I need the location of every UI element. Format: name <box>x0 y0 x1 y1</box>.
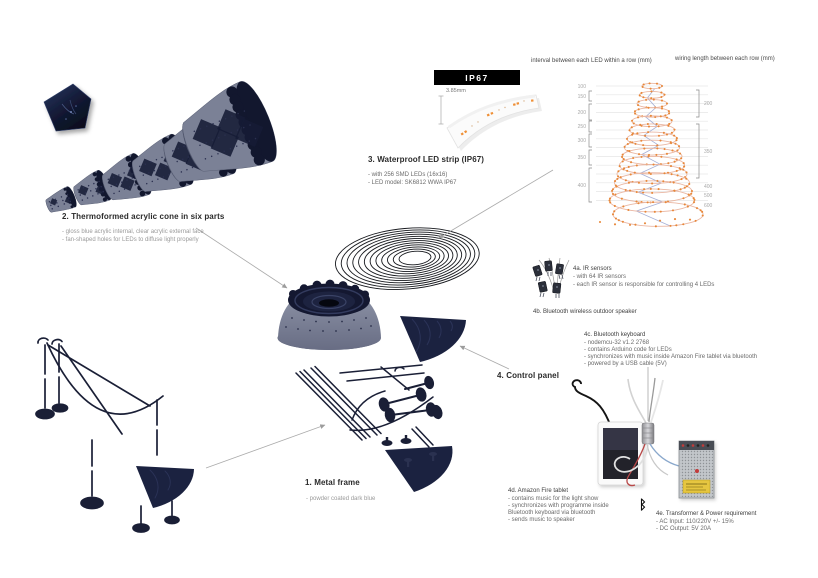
tablet-bullet: - contains music for the light show <box>508 496 599 502</box>
svg-text:350: 350 <box>578 155 587 161</box>
control-panel-title: 4. Control panel <box>497 371 560 380</box>
transformer-title: 4e. Transformer & Power requirement <box>656 511 757 517</box>
bluetooth-icon: ᛒ <box>639 497 647 512</box>
tablet-bullet: Bluetooth keyboard via bluetooth <box>508 510 596 516</box>
keyboard-bullet: - nodemcu-32 v1.2 2768 <box>584 340 650 346</box>
tablet-title: 4d. Amazon Fire tablet <box>508 488 569 494</box>
fan-segment-art <box>400 316 466 362</box>
ir-title: 4a. IR sensors <box>573 266 612 272</box>
ir-bullet: - with 64 IR sensors <box>573 274 627 280</box>
transformer-bullet: - DC Output: 5V 20A <box>656 526 712 532</box>
svg-text:400: 400 <box>578 183 587 189</box>
keyboard-bullet: - synchronizes with music inside Amazon … <box>584 354 758 360</box>
chart-title-right: wiring length between each row (mm) <box>675 56 775 62</box>
pointer-arrows <box>195 169 649 469</box>
ip67-badge: IP67 <box>434 70 520 85</box>
acrylic-pentagon-art <box>43 83 92 132</box>
transformer-bullet: - AC Input: 110/220V +/- 15% <box>656 519 734 525</box>
keyboard-bullet: - powered by a USB cable (5V) <box>584 361 667 367</box>
svg-text:500: 500 <box>704 193 713 199</box>
control-panel-photo <box>571 377 715 499</box>
led-strip-bullet: - LED model: SK6812 WWA IP67 <box>368 180 457 186</box>
svg-text:200: 200 <box>578 110 587 116</box>
svg-text:300: 300 <box>578 138 587 144</box>
frame-parts-art <box>295 364 453 492</box>
coiled-strip-art <box>335 227 480 290</box>
led-strip-section-title: 3. Waterproof LED strip (IP67) <box>368 155 485 164</box>
cone-bullet: - gloss blue acrylic internal, clear acr… <box>62 229 204 235</box>
keyboard-title: 4c. Bluetooth keyboard <box>584 332 646 338</box>
led-strip-bullet: - with 256 SMD LEDs (16x16) <box>368 172 448 178</box>
keyboard-bullet: - contains Arduino code for LEDs <box>584 347 672 353</box>
led-strip-art <box>438 94 542 151</box>
speaker-title: 4b. Bluetooth wireless outdoor speaker <box>533 309 637 315</box>
strip-width-measure: 3.85mm <box>446 88 466 94</box>
svg-text:600: 600 <box>704 203 713 209</box>
frame-section-title: 1. Metal frame <box>305 478 360 487</box>
cone-parts-art <box>45 81 277 213</box>
ir-sensors-art <box>532 257 570 298</box>
metal-frame-art <box>35 337 194 533</box>
arrow-frame-to-parts <box>205 424 326 469</box>
cone-section-title: 2. Thermoformed acrylic cone in six part… <box>62 212 225 221</box>
dome-art <box>277 279 381 350</box>
tablet-bullet: - synchronizes with programme inside <box>508 503 609 509</box>
svg-text:150: 150 <box>578 94 587 100</box>
svg-text:200: 200 <box>704 101 713 107</box>
frame-bullet: - powder coated dark blue <box>306 496 376 502</box>
svg-text:250: 250 <box>578 124 587 130</box>
chart-title-left: interval between each LED within a row (… <box>531 58 652 64</box>
led-layout-chart: 100 150 200 250 300 350 400 200 350 400 500 600 <box>578 82 713 228</box>
svg-text:350: 350 <box>704 149 713 155</box>
tablet-bullet: - sends music to speaker <box>508 517 575 523</box>
svg-text:400: 400 <box>704 184 713 190</box>
arrow-cone-to-dome <box>195 227 288 289</box>
ir-bullet: - each IR sensor is responsible for cont… <box>573 282 715 288</box>
cone-bullet: - fan-shaped holes for LEDs to diffuse l… <box>62 237 199 243</box>
arrow-chart-to-spiral <box>438 169 554 239</box>
svg-text:100: 100 <box>578 84 587 90</box>
arrow-label-to-fan <box>459 345 510 370</box>
